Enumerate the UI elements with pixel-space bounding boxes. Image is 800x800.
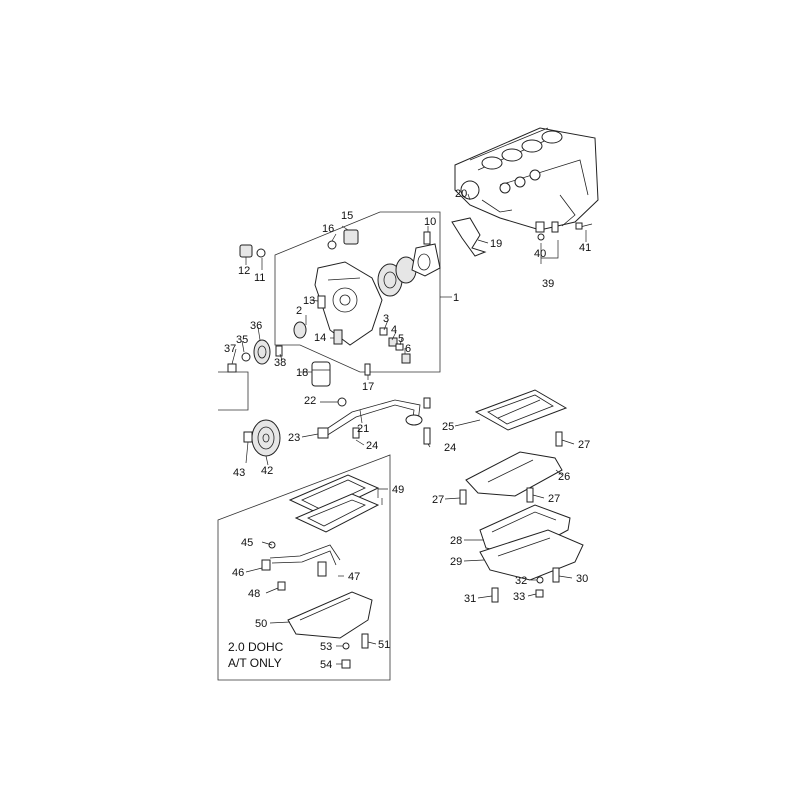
leader-lines [231,193,587,665]
callout-27b: 27 [432,494,444,506]
callout-18: 18 [296,367,308,379]
oil-pump-frame [274,211,441,373]
bolt-10 [423,231,431,245]
pulley-42 [218,371,281,457]
callout-50: 50 [255,618,267,630]
gasket-25 [474,389,568,431]
callout-22: 22 [304,395,316,407]
pump-gear [377,243,441,297]
fitting-assembly [535,221,593,241]
callout-17: 17 [362,381,374,393]
callout-35: 35 [236,334,248,346]
callout-36: 36 [250,320,262,332]
callout-28: 28 [450,535,462,547]
callout-48: 48 [248,588,260,600]
callout-45: 45 [241,537,253,549]
callout-32: 32 [515,575,527,587]
callout-6: 6 [405,343,411,355]
relief-valve [379,327,411,364]
callout-31: 31 [464,593,476,605]
callout-15: 15 [341,210,353,222]
bolt-17 [364,363,371,376]
callout-54: 54 [320,659,332,671]
callout-20: 20 [455,188,467,200]
callout-13: 13 [303,295,315,307]
seal-2 [293,321,307,339]
callout-16: 16 [322,223,334,235]
crank-sprocket [227,339,283,373]
callout-27c: 27 [548,493,560,505]
callout-4: 4 [391,324,397,336]
spring-14 [333,329,343,345]
baffle-26 [465,451,563,497]
callout-38: 38 [274,357,286,369]
oil-strainer-21 [317,397,431,445]
callout-10: 10 [424,216,436,228]
bolts-box [341,633,369,669]
oil-pan-28 [479,504,571,557]
callout-47: 47 [348,571,360,583]
plug-12 [239,244,266,258]
callout-42: 42 [261,465,273,477]
callout-2: 2 [296,305,302,317]
gasket-49 [288,474,380,533]
dohc-note: 2.0 DOHC A/T ONLY [228,640,284,670]
callout-3: 3 [383,313,389,325]
oil-pump-housing [314,261,383,346]
bolts-right [459,431,563,603]
callout-21: 21 [357,423,369,435]
callout-53: 53 [320,641,332,653]
oil-filter-18 [311,361,331,387]
callout-numbers: 1 2 3 4 5 6 10 11 12 13 14 15 16 17 18 1… [224,188,591,671]
pipe-47 [261,541,341,591]
callout-5: 5 [398,333,404,345]
callout-19: 19 [490,238,502,250]
callout-33: 33 [513,591,525,603]
callout-46: 46 [232,567,244,579]
callout-1: 1 [453,292,459,304]
callout-43: 43 [233,467,245,479]
callout-37: 37 [224,343,236,355]
callout-41: 41 [579,242,591,254]
callout-11: 11 [254,272,265,284]
sensor-15 [327,229,359,250]
callout-29: 29 [450,556,462,568]
callout-14: 14 [314,332,326,344]
note-line-1: 2.0 DOHC [228,640,284,654]
callout-49: 49 [392,484,404,496]
callout-39: 39 [542,278,554,290]
callout-27a: 27 [578,439,590,451]
callout-24b: 24 [444,442,456,454]
callout-12: 12 [238,265,250,277]
callout-40: 40 [534,248,546,260]
spring-13 [317,295,326,309]
callout-26: 26 [558,471,570,483]
callout-25: 25 [442,421,454,433]
callout-23: 23 [288,432,300,444]
callout-30: 30 [576,573,588,585]
bracket-19 [451,217,487,257]
callout-24: 24 [366,440,378,452]
oil-pan-50 [287,591,373,639]
engine-block [454,127,599,231]
note-line-2: A/T ONLY [228,656,282,670]
dohc-at-only-frame [217,454,391,681]
callout-51: 51 [378,639,390,651]
